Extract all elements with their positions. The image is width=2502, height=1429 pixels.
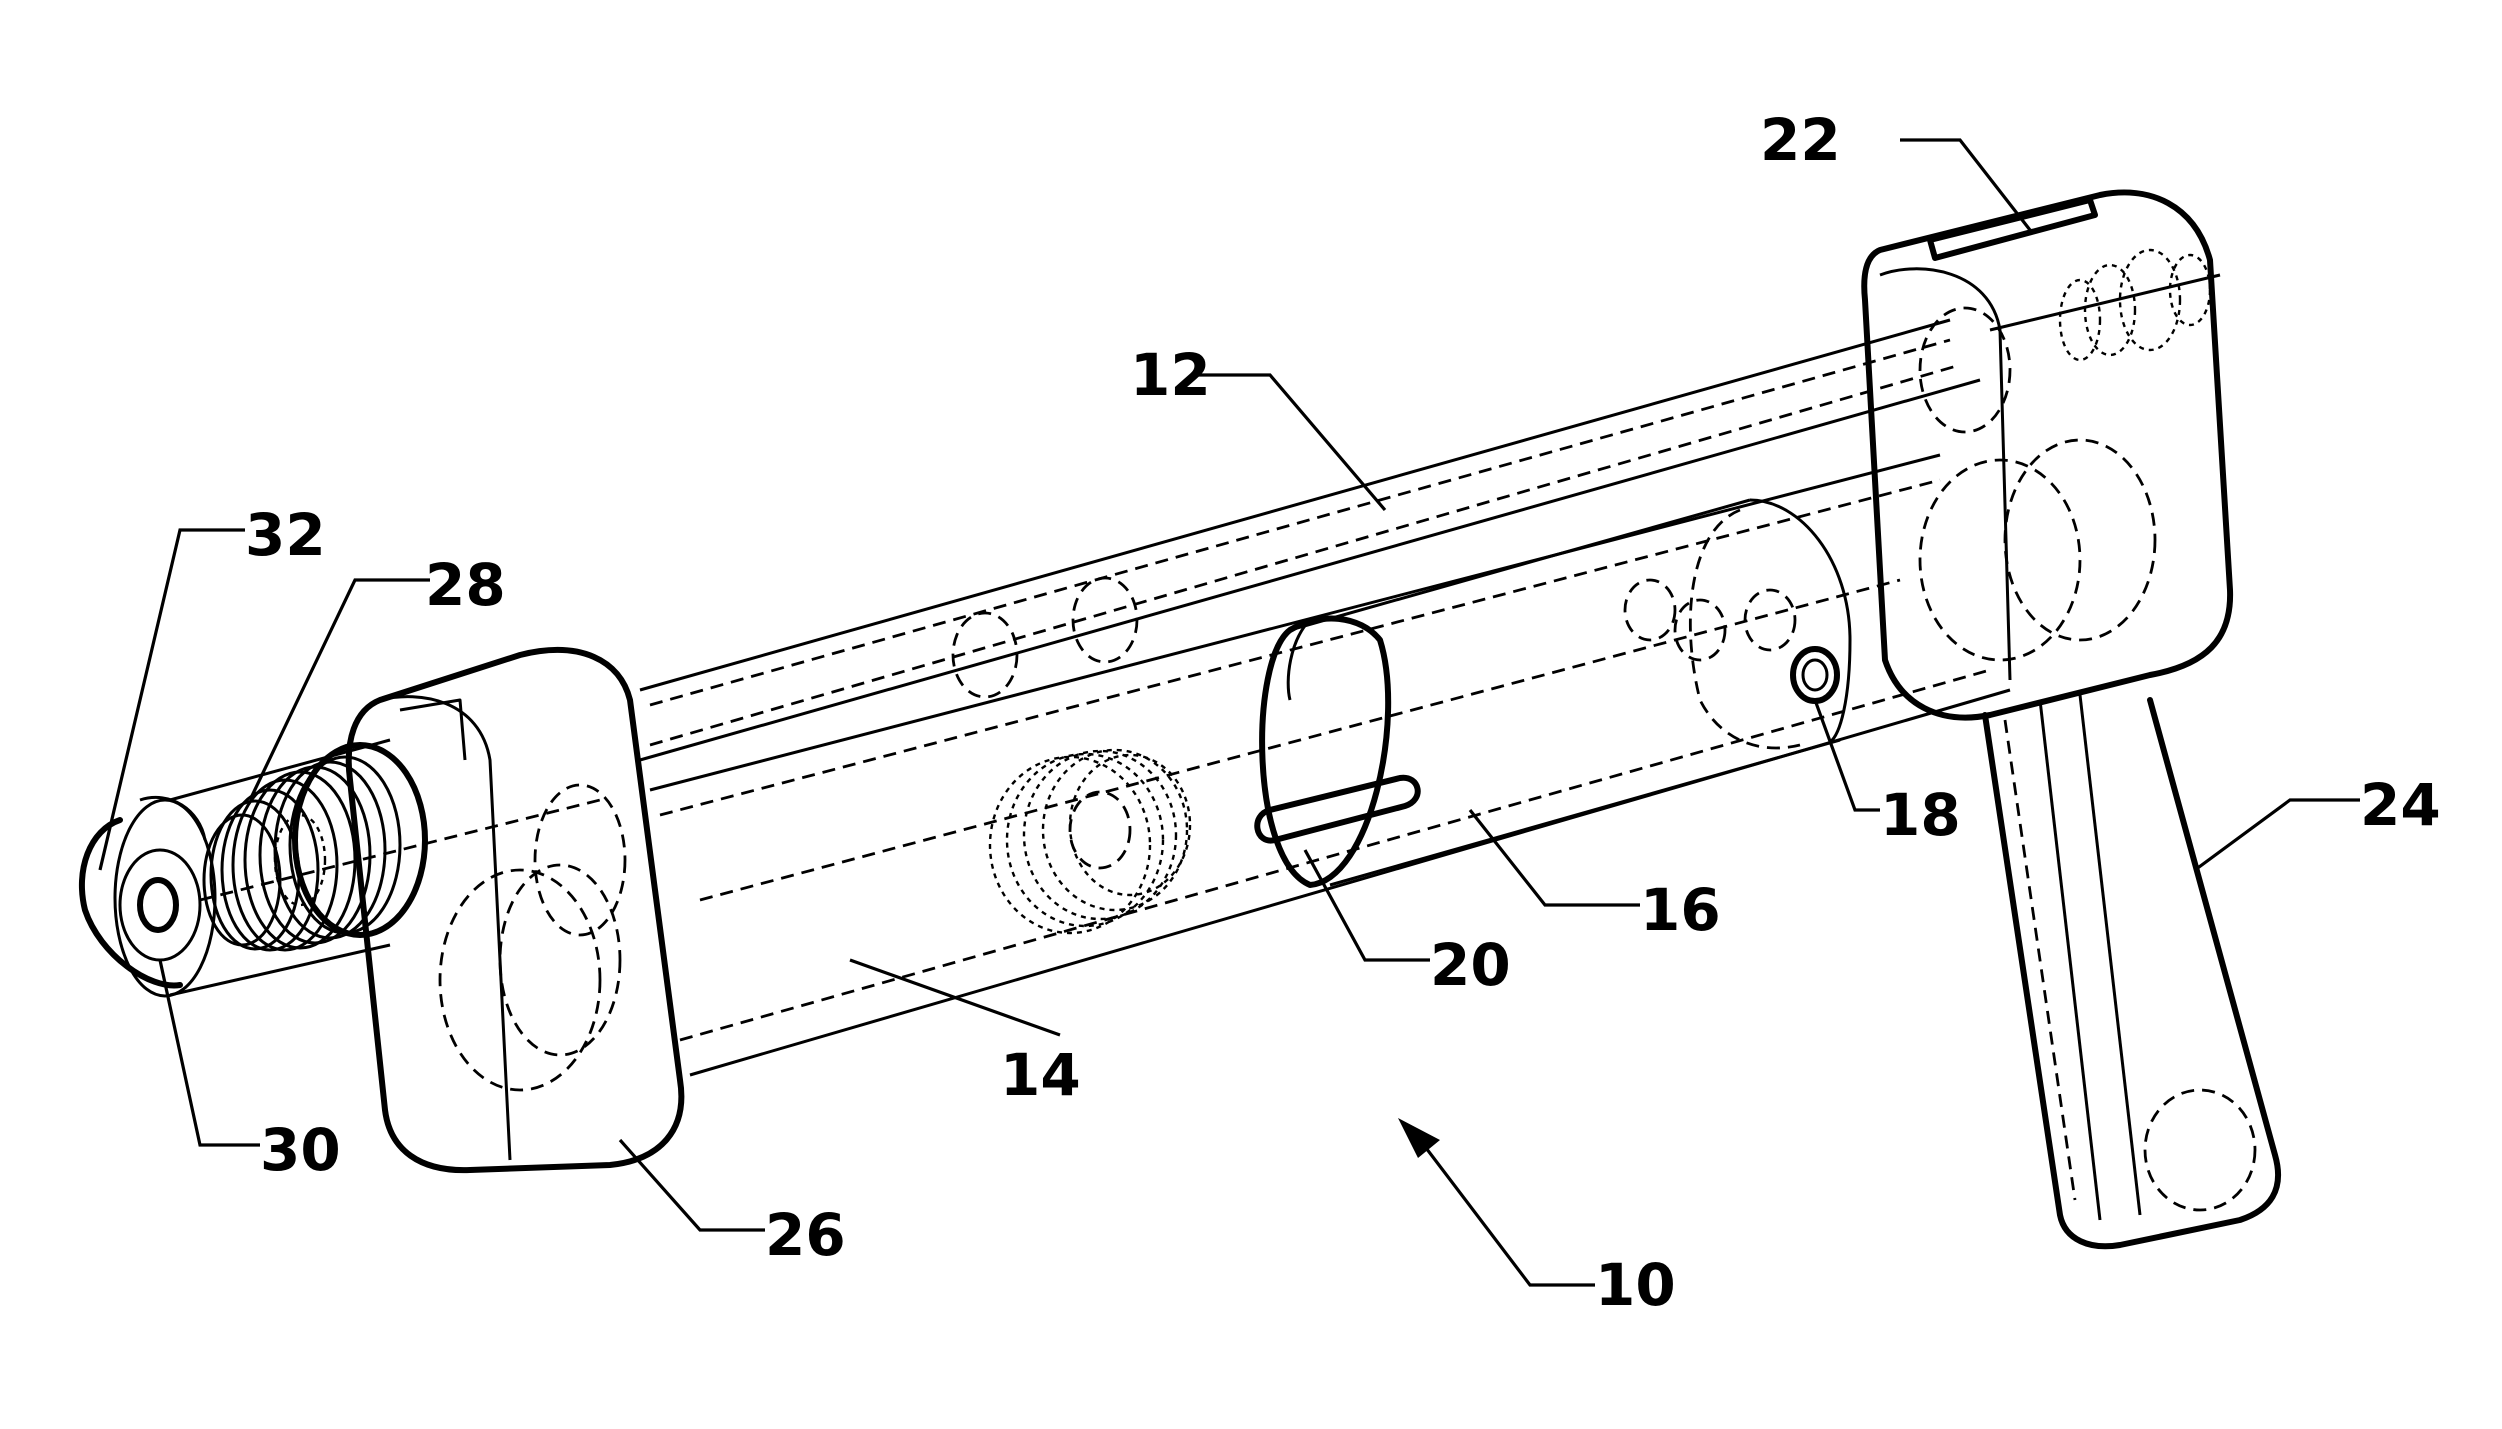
pin bbox=[1625, 580, 1837, 701]
rear-housing bbox=[1864, 193, 2230, 718]
label-18: 18 bbox=[1880, 781, 1961, 849]
label-20: 20 bbox=[1430, 931, 1511, 999]
sleeve bbox=[1257, 500, 1850, 885]
leader-lines bbox=[100, 140, 2360, 1285]
upper-tube bbox=[640, 320, 1980, 760]
label-14: 14 bbox=[1000, 1041, 1081, 1109]
label-12: 12 bbox=[1130, 341, 1211, 409]
label-32: 32 bbox=[245, 501, 326, 569]
threaded-coupling bbox=[204, 745, 425, 950]
nozzle-tip bbox=[82, 797, 205, 985]
label-30: 30 bbox=[260, 1116, 341, 1184]
reference-numerals: 10 12 14 16 18 20 22 24 26 28 30 32 bbox=[245, 106, 2441, 1319]
label-10: 10 bbox=[1595, 1251, 1676, 1319]
label-24: 24 bbox=[2360, 771, 2441, 839]
label-22: 22 bbox=[1760, 106, 1841, 174]
arrow-head bbox=[1398, 1118, 1440, 1158]
label-26: 26 bbox=[765, 1201, 846, 1269]
internal-spring bbox=[990, 750, 1190, 933]
handle bbox=[1985, 695, 2278, 1246]
label-28: 28 bbox=[425, 551, 506, 619]
label-16: 16 bbox=[1640, 876, 1721, 944]
lower-tube bbox=[650, 455, 2010, 1075]
front-housing bbox=[349, 650, 682, 1170]
